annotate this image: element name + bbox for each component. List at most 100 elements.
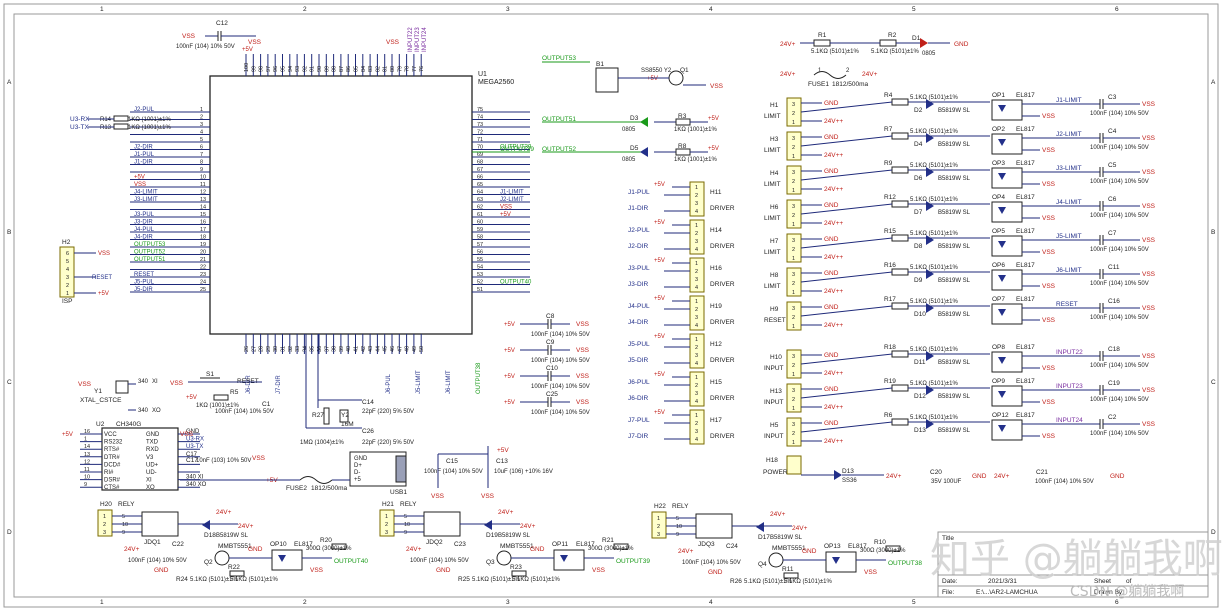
input-resistor-value: 5.1KΩ (5101)±1%	[910, 415, 958, 421]
input-diode-part: B5819W SL	[938, 278, 971, 284]
driver-dir: J3-DIR	[628, 281, 649, 288]
input-24v: 24V++	[824, 118, 843, 125]
frame-col-label: 3	[506, 599, 510, 606]
c12-vss: VSS	[182, 33, 196, 40]
mcu-pin-number: 57	[477, 242, 483, 248]
driver-label: DRIVER	[710, 357, 735, 364]
relay-gnd: GND	[530, 546, 545, 553]
input-label: INPUT	[764, 365, 784, 372]
isp-pin-net: RESET	[92, 275, 112, 281]
mcu-pin-number: 82	[375, 66, 381, 72]
watermark-zhihu: 知乎 @躺躺我啊	[930, 536, 1222, 582]
relay-gnd-b: GND	[708, 569, 723, 576]
mcu-pin-net: VSS	[500, 205, 512, 211]
relay-q-ref: Q2	[204, 559, 213, 566]
driver-5v: +5V	[654, 372, 665, 378]
input-label: LIMIT	[764, 249, 781, 256]
relay-header	[379, 509, 395, 537]
frame-col-label: 1	[100, 6, 104, 13]
relay-pin-number: 2	[103, 522, 106, 528]
relay-opto-part: EL817	[294, 541, 313, 548]
mcu-pin-number: 53	[477, 272, 483, 278]
c26-value: 22pF (220) 5% 50V	[362, 440, 414, 446]
mcu-pin-net: OUTPUT53	[134, 242, 166, 248]
driver-pin-number: 4	[695, 209, 698, 215]
of-label: of	[1126, 578, 1132, 585]
driver-label: DRIVER	[710, 395, 735, 402]
frame-row-label: C	[1211, 379, 1216, 386]
relay-pin-number: 3	[657, 532, 660, 538]
input-gnd: GND	[824, 386, 839, 393]
input-pin-number: 3	[792, 102, 795, 108]
driver-pul: J7-PUL	[628, 417, 650, 424]
fuse1-n2: 2	[846, 68, 850, 74]
mcu-pin-net: J2-DIR	[134, 145, 153, 151]
input-cap-ref: C7	[1108, 230, 1117, 237]
ch340-pin-name: RI#	[104, 470, 114, 476]
isp-pin-net: VSS	[98, 251, 110, 257]
y1-p2: 340	[138, 408, 149, 414]
input-label: RESET	[764, 317, 786, 324]
driver-pin-number: 2	[695, 269, 698, 275]
isp-ref: H2	[62, 239, 71, 246]
r14-value: 1KΩ (1001)±1%	[128, 117, 171, 123]
led-ref: D5	[630, 145, 639, 152]
input-ref: H3	[770, 136, 779, 143]
d1-pkg: 0805	[922, 51, 936, 57]
relay-r2-value: 5.1KΩ (5101)±1%	[784, 579, 832, 585]
relay-jdq-pin: 9	[676, 532, 679, 538]
relay-label: RELY	[400, 501, 417, 508]
frame-col-label: 5	[912, 6, 916, 13]
relay-gnd-b: GND	[154, 567, 169, 574]
input-opto	[991, 99, 1023, 121]
input-24v: 24V++	[824, 254, 843, 261]
c15-value: 100nF (104) 10% 50V	[424, 469, 483, 475]
mcu-pin-number: 91	[310, 66, 316, 72]
y1-p2n: XO	[152, 408, 161, 414]
c14-value: 22pF (220) 5% 50V	[362, 409, 414, 415]
input-opto-vss: VSS	[1042, 215, 1056, 222]
ch340-pin-name: DCD#	[104, 462, 121, 468]
relay-q-part: MMBT5551	[218, 543, 252, 550]
input-cap-ref: C4	[1108, 128, 1117, 135]
relay-gnd: GND	[248, 546, 263, 553]
input-pin-number: 3	[792, 238, 795, 244]
power-label: POWER	[763, 469, 788, 476]
power-v: 24V+	[886, 473, 902, 480]
input-diode-part: B5819W SL	[938, 428, 971, 434]
input-diode-ref: D12	[914, 393, 926, 400]
ch340-ref: U2	[96, 421, 105, 428]
decoup-value: 100nF (104) 10% 50V	[531, 358, 590, 364]
relay-diode-ref: D17	[758, 534, 770, 541]
driver-label: DRIVER	[710, 205, 735, 212]
input-resistor	[891, 166, 909, 174]
input-ref: H7	[770, 238, 779, 245]
relay-r1-value: 5.1KΩ (5101)±1%	[472, 577, 520, 583]
reset-vss: VSS	[170, 380, 184, 387]
input-net: RESET	[1056, 301, 1078, 308]
mcu-pin-number: 72	[477, 130, 483, 136]
relay-r3-ref: R20	[320, 537, 332, 544]
c21-v: 24V+	[994, 473, 1010, 480]
mcu-pin-number: 64	[477, 190, 483, 196]
bulk-v5: +5V	[497, 447, 509, 454]
input-label: LIMIT	[764, 113, 781, 120]
input-opto	[991, 235, 1023, 257]
input-24v: 24V++	[824, 152, 843, 159]
input-net: INPUT23	[1056, 383, 1083, 390]
driver-pin-number: 3	[695, 429, 698, 435]
mcu-pin-number: 15	[200, 212, 206, 218]
input-pin-number: 2	[792, 145, 795, 151]
vss-top-right: VSS	[386, 39, 400, 46]
mcu-pin-number: 54	[477, 265, 483, 271]
input-opto-part: EL817	[1016, 194, 1035, 201]
relay-pin-number: 3	[385, 530, 388, 536]
mcu-pin-net: OUTPUT40	[500, 280, 532, 286]
led-resistor-ref: R8	[678, 143, 687, 150]
input-ref: H5	[770, 422, 779, 429]
ch340-pin-number: 10	[84, 475, 90, 481]
input-opto-part: EL817	[1016, 126, 1035, 133]
c15-ref: C15	[446, 458, 458, 465]
relay-r2	[783, 572, 799, 579]
isp-pin-number: 6	[66, 251, 69, 257]
